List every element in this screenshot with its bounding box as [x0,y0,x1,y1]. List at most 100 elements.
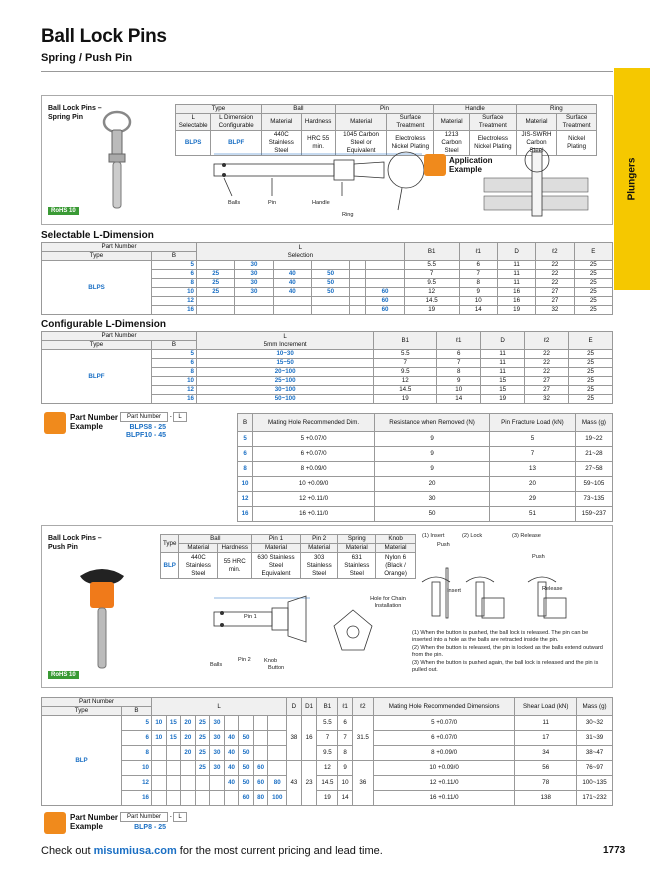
l-cell[interactable] [238,715,254,731]
l-cell[interactable]: 25 [195,287,236,297]
l-cell[interactable] [151,760,167,776]
l-cell[interactable]: 60 [252,775,269,791]
l-cell[interactable]: 50 [310,278,351,288]
l-cell[interactable]: 25~100 [195,376,375,386]
l-cell[interactable] [310,260,351,270]
type-cell[interactable]: BLP [159,552,180,579]
l-cell[interactable]: 60 [365,296,405,306]
l-cell[interactable]: 40 [272,287,312,297]
l-cell[interactable] [365,260,405,270]
l-cell[interactable]: 40 [223,775,240,791]
l-cell[interactable]: 30 [209,715,225,731]
l-cell[interactable] [165,760,182,776]
l-cell[interactable]: 30~100 [195,385,375,395]
l-cell[interactable] [194,775,211,791]
l-cell[interactable]: 40 [272,269,312,279]
l-cell[interactable] [165,790,182,806]
type-cell[interactable]: BLPF [41,349,152,404]
l-cell[interactable]: 30 [234,278,274,288]
l-cell[interactable] [223,790,240,806]
l-cell[interactable] [194,790,211,806]
l-cell[interactable] [267,730,288,746]
type-cell[interactable]: BLPS [174,130,212,156]
l-cell[interactable]: 50 [238,730,254,746]
l-cell[interactable] [349,287,367,297]
l-cell[interactable] [209,775,225,791]
l-cell[interactable] [272,260,312,270]
l-cell[interactable]: 60 [238,790,254,806]
l-cell[interactable] [209,790,225,806]
l-cell[interactable] [151,775,167,791]
l-cell[interactable]: 10~30 [195,349,375,359]
l-cell[interactable] [349,260,367,270]
site-link[interactable]: misumiusa.com [93,845,177,857]
l-cell[interactable]: 30 [209,760,225,776]
l-cell[interactable] [267,760,288,776]
l-cell[interactable]: 15 [165,715,182,731]
l-cell[interactable] [195,305,236,315]
l-cell[interactable]: 25 [195,269,236,279]
l-cell[interactable] [223,715,240,731]
l-cell[interactable]: 10 [151,715,167,731]
type-cell[interactable]: BLPF [210,130,262,156]
l-cell[interactable]: 80 [267,775,288,791]
l-cell[interactable] [252,745,269,761]
l-cell[interactable] [272,296,312,306]
l-cell[interactable] [349,305,367,315]
l-cell[interactable] [349,296,367,306]
l-cell[interactable] [310,296,351,306]
l-cell[interactable]: 25 [194,715,211,731]
l-cell[interactable]: 25 [194,760,211,776]
l-cell[interactable]: 30 [209,730,225,746]
l-cell[interactable]: 25 [194,745,211,761]
l-cell[interactable]: 40 [223,745,240,761]
l-cell[interactable]: 60 [365,305,405,315]
side-tab[interactable]: Plungers [614,68,650,290]
type-cell[interactable]: BLPS [41,260,152,315]
l-cell[interactable]: 50 [238,775,254,791]
l-cell[interactable]: 50 [310,287,351,297]
l-cell[interactable]: 20 [180,715,196,731]
l-cell[interactable] [349,269,367,279]
l-cell[interactable] [365,269,405,279]
l-cell[interactable]: 15~50 [195,358,375,368]
l-cell[interactable]: 60 [252,760,269,776]
l-cell[interactable] [272,305,312,315]
l-cell[interactable]: 50 [310,269,351,279]
l-cell[interactable] [234,296,274,306]
l-cell[interactable] [151,745,167,761]
l-cell[interactable]: 40 [223,730,240,746]
l-cell[interactable]: 60 [365,287,405,297]
l-cell[interactable] [195,296,236,306]
l-cell[interactable]: 30 [234,269,274,279]
l-cell[interactable] [180,775,196,791]
l-cell[interactable]: 80 [252,790,269,806]
l-cell[interactable]: 50 [238,745,254,761]
l-cell[interactable] [180,760,196,776]
l-cell[interactable] [180,790,196,806]
l-cell[interactable] [234,305,274,315]
type-cell[interactable]: BLP [41,715,122,806]
l-cell[interactable] [267,745,288,761]
l-cell[interactable]: 15 [165,730,182,746]
l-cell[interactable]: 20 [180,730,196,746]
l-cell[interactable]: 20~100 [195,367,375,377]
l-cell[interactable] [165,745,182,761]
l-cell[interactable] [349,278,367,288]
l-cell[interactable]: 10 [151,730,167,746]
l-cell[interactable] [365,278,405,288]
l-cell[interactable]: 25 [195,278,236,288]
l-cell[interactable]: 100 [267,790,288,806]
l-cell[interactable]: 50 [238,760,254,776]
l-cell[interactable] [195,260,236,270]
l-cell[interactable]: 40 [272,278,312,288]
l-cell[interactable]: 20 [180,745,196,761]
l-cell[interactable]: 25 [194,730,211,746]
l-cell[interactable] [267,715,288,731]
l-cell[interactable] [165,775,182,791]
l-cell[interactable]: 30 [209,745,225,761]
l-cell[interactable] [310,305,351,315]
l-cell[interactable]: 40 [223,760,240,776]
l-cell[interactable] [252,730,269,746]
l-cell[interactable]: 30 [234,287,274,297]
